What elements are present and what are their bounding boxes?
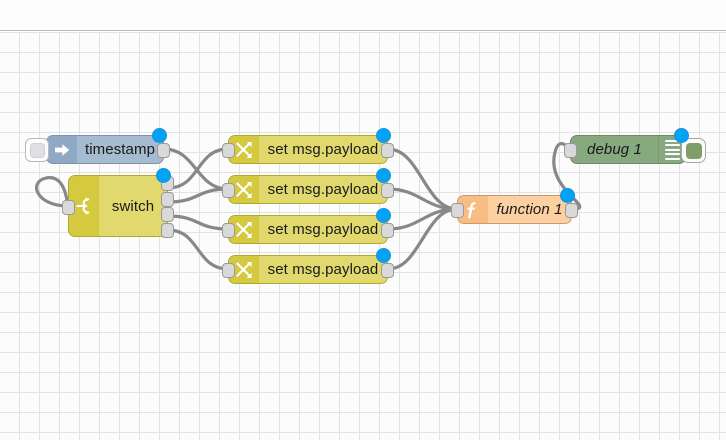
node-label: set msg.payload: [267, 261, 379, 278]
node-label: function 1: [496, 201, 563, 218]
flow-canvas[interactable]: timestamp switch set msg.payload set msg.pa…: [0, 32, 726, 440]
node-output-port[interactable]: [161, 191, 174, 207]
node-status-dot: [376, 208, 391, 223]
debug-enable-toggle-indicator: [685, 142, 702, 159]
node-status-dot: [376, 168, 391, 183]
debug-line-bar: [664, 139, 680, 142]
debug-line-bar: [664, 153, 680, 155]
flow-wire[interactable]: [386, 207, 459, 231]
node-inject-inject-1[interactable]: timestamp: [25, 128, 170, 164]
node-output-port[interactable]: [161, 207, 174, 223]
node-output-port[interactable]: [381, 223, 394, 238]
debug-enable-toggle[interactable]: [681, 138, 706, 163]
debug-line-bar: [664, 148, 680, 151]
inject-arrow-icon: [47, 136, 77, 163]
node-output-port[interactable]: [565, 203, 578, 218]
node-input-port[interactable]: [222, 143, 235, 158]
node-input-port[interactable]: [62, 199, 75, 215]
node-change-change-3[interactable]: set msg.payload: [222, 208, 394, 244]
node-status-dot: [376, 128, 391, 143]
node-output-port[interactable]: [381, 263, 394, 278]
node-switch-switch-1[interactable]: switch: [62, 168, 174, 238]
debug-lines-icon: [658, 136, 685, 163]
inject-trigger-button-inner: [29, 142, 45, 158]
node-status-dot: [674, 128, 689, 143]
node-label: debug 1: [587, 141, 642, 158]
debug-line-bar: [664, 144, 680, 146]
flow-wire[interactable]: [166, 187, 230, 204]
node-status-dot: [156, 168, 171, 183]
node-change-change-1[interactable]: set msg.payload: [222, 128, 394, 164]
change-swap-icon: [229, 176, 259, 203]
flow-wire[interactable]: [386, 147, 459, 211]
flow-wire[interactable]: [166, 147, 230, 190]
node-function-function-1[interactable]: function 1: [451, 188, 578, 224]
node-status-dot: [560, 188, 575, 203]
node-label: set msg.payload: [267, 181, 379, 198]
node-label: timestamp: [84, 141, 156, 158]
node-status-dot: [152, 128, 167, 143]
node-label: set msg.payload: [267, 221, 379, 238]
debug-line-bar: [664, 157, 680, 160]
node-debug-debug-1[interactable]: debug 1: [564, 128, 706, 164]
node-label: set msg.payload: [267, 141, 379, 158]
node-input-port[interactable]: [564, 143, 577, 158]
editor-header-bar: [0, 0, 726, 31]
node-output-port[interactable]: [161, 222, 174, 238]
node-change-change-4[interactable]: set msg.payload: [222, 248, 394, 284]
node-output-port[interactable]: [157, 143, 170, 158]
node-change-change-2[interactable]: set msg.payload: [222, 168, 394, 204]
node-input-port[interactable]: [451, 203, 464, 218]
inject-trigger-button[interactable]: [25, 138, 49, 162]
flow-wire[interactable]: [166, 214, 230, 231]
flow-wire[interactable]: [386, 207, 459, 271]
node-output-port[interactable]: [381, 143, 394, 158]
flow-wire[interactable]: [166, 228, 230, 271]
node-input-port[interactable]: [222, 183, 235, 198]
flow-wire[interactable]: [386, 187, 459, 211]
node-input-port[interactable]: [222, 223, 235, 238]
node-status-dot: [376, 248, 391, 263]
node-label: switch: [111, 197, 155, 215]
node-input-port[interactable]: [222, 263, 235, 278]
node-output-port[interactable]: [381, 183, 394, 198]
